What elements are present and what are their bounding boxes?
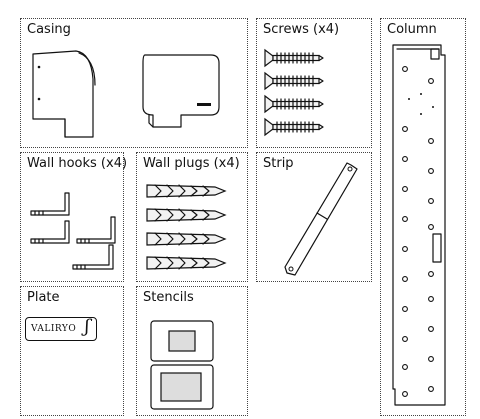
- strip-label: Strip: [263, 156, 294, 171]
- wall-hooks-panel: Wall hooks (x4): [20, 152, 128, 282]
- wall-plug-icon: [146, 184, 227, 270]
- column-icon: [392, 44, 446, 406]
- stencils-label: Stencils: [143, 290, 194, 305]
- strip-icon: [284, 162, 358, 276]
- plate-logo-text: VALIRYO: [31, 324, 77, 334]
- plate-logo-icon: VALIRYO ʃ: [25, 316, 97, 341]
- logo-s-mark: ʃ: [84, 316, 90, 337]
- screws-panel: Screws (x4): [256, 18, 372, 148]
- screws-label: Screws (x4): [263, 22, 340, 37]
- column-label: Column: [387, 22, 437, 37]
- casing-back-icon: [142, 54, 220, 128]
- column-panel: Column: [380, 18, 466, 416]
- screw-icon: [264, 48, 324, 137]
- casing-label: Casing: [27, 22, 71, 37]
- wall-plugs-label: Wall plugs (x4): [143, 156, 240, 171]
- strip-panel: Strip: [256, 152, 372, 282]
- plate-panel: Plate VALIRYO ʃ: [20, 286, 124, 416]
- stencils-panel: Stencils: [136, 286, 248, 416]
- casing-panel: Casing: [20, 18, 248, 148]
- wall-plugs-panel: Wall plugs (x4): [136, 152, 248, 282]
- stencil-icon: [150, 320, 214, 410]
- wall-hook-icon: [30, 192, 116, 270]
- wall-hooks-label: Wall hooks (x4): [27, 156, 128, 171]
- casing-side-icon: [32, 50, 96, 138]
- plate-label: Plate: [27, 290, 60, 305]
